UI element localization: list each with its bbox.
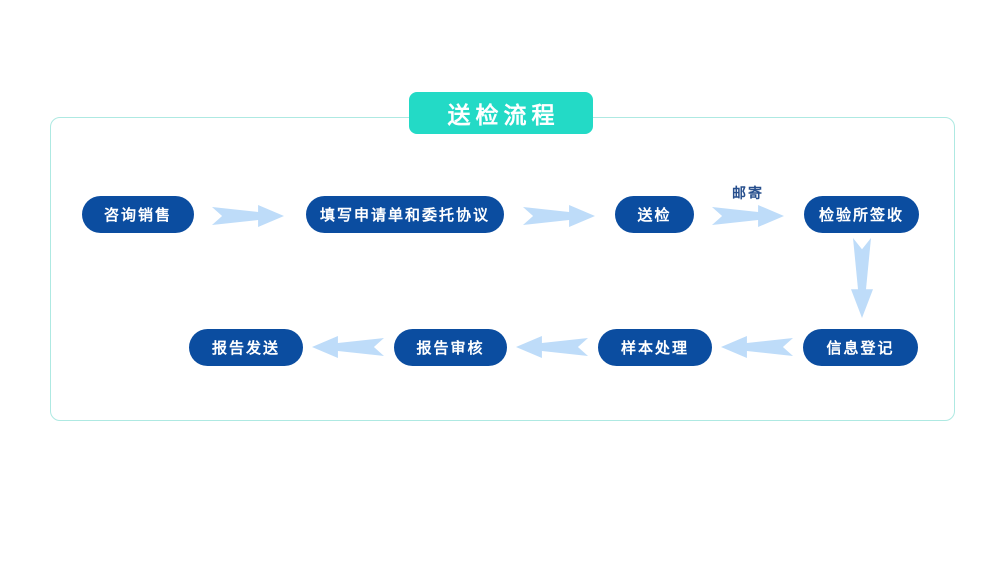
node-consult-sales: 咨询销售 (82, 196, 194, 233)
flow-container (50, 117, 955, 421)
arrow-down-icon (850, 238, 874, 318)
mail-edge-label: 邮寄 (732, 186, 764, 202)
flow-title-badge: 送检流程 (409, 92, 593, 134)
node-report-delivery: 报告发送 (189, 329, 303, 366)
node-report-review: 报告审核 (394, 329, 507, 366)
arrow-left-icon (312, 335, 384, 359)
arrow-right-icon (523, 204, 595, 228)
flow-title: 送检流程 (447, 103, 560, 129)
node-fill-application: 填写申请单和委托协议 (306, 196, 504, 233)
node-send-inspection: 送检 (615, 196, 694, 233)
arrow-left-icon (516, 335, 588, 359)
node-institute-receipt: 检验所签收 (804, 196, 919, 233)
arrow-right-icon (212, 204, 284, 228)
node-info-registration: 信息登记 (803, 329, 918, 366)
arrow-left-icon (721, 335, 793, 359)
node-sample-processing: 样本处理 (598, 329, 712, 366)
arrow-right-icon (712, 204, 784, 228)
